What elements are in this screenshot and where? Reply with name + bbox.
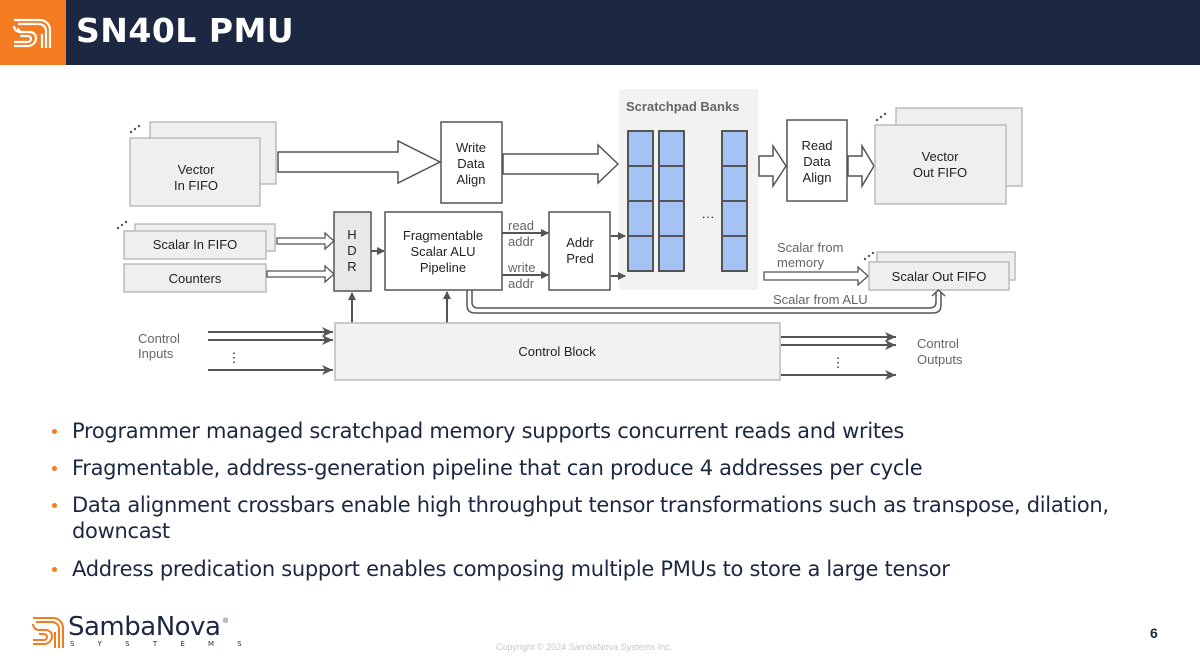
bank-ellipsis: ··· [702, 209, 715, 224]
scalar-from-alu-path [466, 290, 942, 314]
vector-in-fifo: Vector In FIFO [129, 121, 277, 207]
scratchpad-bank-cell [721, 200, 748, 237]
sambanova-logo-icon [0, 0, 66, 65]
stack-dots-icon [129, 124, 141, 134]
footer-brand: SambaNova [68, 612, 221, 642]
svg-text:Vector: Vector [922, 149, 960, 164]
svg-text:write: write [507, 260, 535, 275]
write-data-align-block: Write Data Align [440, 121, 503, 204]
registered-mark: ® [223, 618, 229, 625]
hdr-block: H D R [333, 211, 372, 292]
scalar-out-fifo: Scalar Out FIFO [863, 251, 1016, 291]
scratchpad-bank-cell [658, 235, 685, 272]
scratchpad-bank-cell [658, 130, 685, 167]
read-data-align-block: Read Data Align [786, 119, 848, 202]
bullet-dot-icon [52, 503, 57, 508]
svg-text:Inputs: Inputs [138, 346, 174, 361]
svg-text:Pred: Pred [566, 251, 593, 266]
scalar-from-memory-arrow [763, 265, 869, 287]
svg-text:Scalar from: Scalar from [777, 240, 843, 255]
scalar-in-arrow [276, 231, 335, 251]
banks-to-read-align-arrow [758, 143, 787, 189]
svg-text:Data: Data [457, 156, 485, 171]
svg-text:R: R [347, 259, 356, 274]
scratchpad-bank-cell [627, 130, 654, 167]
alu-pipeline-block: Fragmentable Scalar ALU Pipeline [384, 211, 503, 291]
svg-text:Control Block: Control Block [518, 344, 596, 359]
bullet-item: Fragmentable, address-generation pipelin… [50, 455, 1170, 481]
counters-block: Counters [123, 263, 267, 293]
vector-in-wide-arrow [277, 139, 442, 185]
bullet-item: Programmer managed scratchpad memory sup… [50, 418, 1170, 444]
counters-arrow [266, 264, 335, 284]
svg-text:In FIFO: In FIFO [174, 178, 218, 193]
slide-title: SN40L PMU [76, 11, 295, 50]
vertical-ellipsis: ⋮ [228, 350, 241, 365]
scratchpad-bank-cell [627, 200, 654, 237]
svg-text:Pipeline: Pipeline [420, 260, 466, 275]
bullet-dot-icon [52, 429, 57, 434]
title-bar: SN40L PMU [0, 0, 1200, 65]
svg-text:Addr: Addr [566, 235, 594, 250]
stack-dots-icon [875, 112, 887, 122]
svg-text:D: D [347, 243, 356, 258]
svg-text:Fragmentable: Fragmentable [403, 228, 483, 243]
svg-text:Counters: Counters [169, 271, 222, 286]
svg-text:Outputs: Outputs [917, 352, 963, 367]
svg-text:Read: Read [801, 138, 832, 153]
svg-text:Align: Align [803, 170, 832, 185]
svg-text:addr: addr [508, 234, 535, 249]
scratchpad-bank-cell [627, 235, 654, 272]
svg-text:Control: Control [138, 331, 180, 346]
pmu-block-diagram: Vector In FIFO Write Data Align Scratchp… [116, 89, 1023, 381]
bullet-list: Programmer managed scratchpad memory sup… [50, 418, 1170, 593]
addr-pred-block: Addr Pred [548, 211, 611, 291]
stack-dots-icon [116, 220, 128, 230]
scratchpad-bank-cell [721, 165, 748, 202]
vector-out-fifo: Vector Out FIFO [874, 107, 1023, 205]
svg-text:Scalar In FIFO: Scalar In FIFO [153, 237, 238, 252]
footer-brand-sub: S Y S T E M S [70, 640, 253, 648]
svg-text:read: read [508, 218, 534, 233]
scratchpad-bank-cell [721, 130, 748, 167]
svg-text:memory: memory [777, 255, 824, 270]
vertical-ellipsis: ⋮ [832, 355, 845, 370]
bullet-dot-icon [52, 466, 57, 471]
svg-text:Write: Write [456, 140, 486, 155]
svg-text:addr: addr [508, 276, 535, 291]
svg-text:Scratchpad Banks: Scratchpad Banks [626, 99, 739, 114]
bullet-item: Data alignment crossbars enable high thr… [50, 492, 1170, 544]
bullet-dot-icon [52, 567, 57, 572]
scratchpad-bank-cell [658, 165, 685, 202]
sambanova-logo-icon [32, 617, 64, 648]
copyright-text: Copyright © 2024 SambaNova Systems Inc. [496, 642, 673, 652]
svg-text:Data: Data [803, 154, 831, 169]
scratchpad-bank-cell [658, 200, 685, 237]
scratchpad-banks: Scratchpad Banks ··· [619, 89, 758, 290]
page-number: 6 [1150, 625, 1158, 641]
svg-text:Scalar from ALU: Scalar from ALU [773, 292, 868, 307]
svg-text:Scalar ALU: Scalar ALU [410, 244, 475, 259]
read-align-to-vector-out-arrow [847, 143, 875, 189]
svg-text:Out FIFO: Out FIFO [913, 165, 967, 180]
scalar-in-fifo: Scalar In FIFO [116, 220, 276, 260]
bullet-item: Address predication support enables comp… [50, 556, 1170, 582]
svg-text:H: H [347, 227, 356, 242]
svg-text:Vector: Vector [178, 162, 216, 177]
svg-text:Scalar Out FIFO: Scalar Out FIFO [892, 269, 987, 284]
write-data-wide-arrow [502, 143, 620, 185]
svg-text:Align: Align [457, 172, 486, 187]
scratchpad-bank-cell [721, 235, 748, 272]
control-block: Control Block [334, 322, 781, 381]
stack-dots-icon [863, 251, 875, 261]
scratchpad-bank-cell [627, 165, 654, 202]
svg-text:Control: Control [917, 336, 959, 351]
